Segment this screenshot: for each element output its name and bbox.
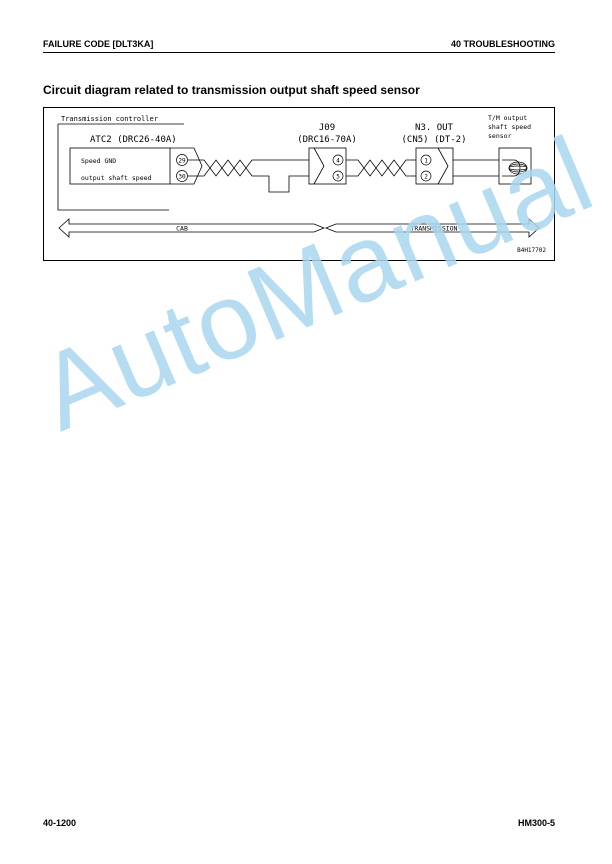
twisted-pair-2 (346, 159, 416, 177)
wire-to-sensor (453, 159, 499, 177)
page-header: FAILURE CODE [DLT3KA] 40 TROUBLESHOOTING (43, 36, 555, 53)
wire-jog (259, 159, 292, 193)
signal-speed-gnd: Speed GND (81, 157, 116, 165)
footer-page-number: 40-1200 (43, 818, 77, 828)
sensor-coil-wire (502, 159, 521, 177)
pin-1: 1 (424, 158, 428, 165)
atc2-label: ATC2 (DRC26-40A) (90, 135, 177, 145)
j09-split (313, 147, 325, 185)
j09-name: J09 (319, 123, 335, 133)
pin-4: 4 (336, 158, 340, 165)
pin-30-circle (176, 170, 188, 182)
n3-split (437, 147, 449, 185)
sensor-line-2: shaft speed (488, 123, 531, 131)
atc2-connector (170, 147, 203, 185)
j09-type: (DRC16-70A) (297, 135, 357, 145)
pin-5: 5 (336, 174, 340, 181)
footer-model: HM300-5 (517, 818, 555, 828)
figure-code: B4H17702 (517, 247, 546, 254)
transmission-label: TRANSMISSION (411, 225, 458, 233)
sensor-coil-3 (508, 161, 528, 175)
pin-29-circle (176, 154, 188, 166)
signal-output-shaft: output shaft speed (81, 174, 152, 182)
pin-2: 2 (424, 174, 428, 181)
controller-label: Transmission controller (61, 115, 158, 123)
pin-5-circle (332, 170, 344, 182)
header-failure-code: FAILURE CODE [DLT3KA] (43, 39, 154, 49)
sensor-line-3: sensor (488, 132, 512, 140)
pin-2-circle (420, 170, 432, 182)
controller-inner-box (69, 147, 171, 185)
pin-1-circle (420, 154, 432, 166)
controller-outline (57, 124, 169, 211)
sensor-line-1: T/M output (488, 114, 527, 122)
twisted-pair-1 (188, 159, 259, 177)
pin-30: 30 (178, 174, 186, 181)
cab-arrow (58, 218, 326, 238)
n3-connector (415, 147, 454, 185)
n3-name: N3. OUT (415, 123, 454, 133)
circuit-diagram-svg: Transmission controller ATC2 (DRC26-40A)… (57, 114, 546, 254)
j09-connector (308, 147, 347, 185)
pin-4-circle (332, 154, 344, 166)
sensor-box (498, 147, 532, 185)
n3-type: (CN5) (DT-2) (401, 135, 466, 145)
cab-label: CAB (176, 225, 188, 233)
section-title: Circuit diagram related to transmission … (43, 83, 420, 97)
header-section: 40 TROUBLESHOOTING (450, 39, 555, 49)
wire-to-j09 (292, 159, 309, 177)
circuit-diagram: Transmission controller ATC2 (DRC26-40A)… (43, 107, 555, 261)
pin-29: 29 (178, 158, 186, 165)
transmission-arrow (324, 218, 540, 238)
